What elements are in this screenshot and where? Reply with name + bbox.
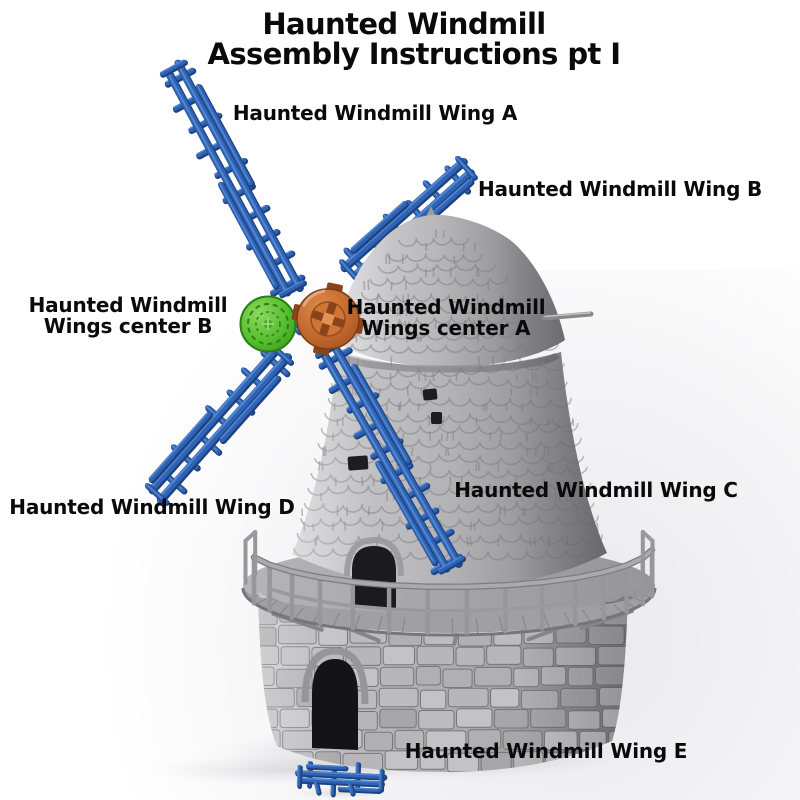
label-wing-d: Haunted Windmill Wing D — [9, 495, 295, 519]
label-wings-center-b-line1: Haunted Windmill — [28, 293, 228, 317]
lower-door-arch — [312, 659, 358, 750]
wings-center-a-model — [291, 282, 365, 356]
windmill-roof — [332, 206, 594, 367]
roof-shingles — [332, 229, 559, 354]
label-wings-center-b-line2: Wings center B — [43, 314, 213, 338]
label-wing-c: Haunted Windmill Wing C — [454, 478, 738, 502]
wing-d-model — [144, 343, 295, 506]
page-title-line2: Assembly Instructions pt I — [207, 37, 621, 71]
wing-e-model — [294, 760, 388, 798]
page-title-line1: Haunted Windmill — [262, 7, 546, 41]
wings-center-b-model — [239, 295, 297, 353]
wing-a-model — [159, 59, 308, 299]
label-wings-center-b: Haunted Windmill Wings center B — [29, 295, 228, 337]
tower-window — [431, 412, 442, 424]
balcony-railing — [243, 530, 656, 636]
label-wing-e: Haunted Windmill Wing E — [404, 739, 688, 763]
upper-door-arch — [352, 546, 396, 608]
tower-window — [422, 388, 438, 401]
wing-c-model — [314, 340, 466, 576]
label-wing-b: Haunted Windmill Wing B — [477, 177, 763, 201]
label-wings-center-a-line2: Wings center A — [361, 316, 531, 340]
label-wings-center-a: Haunted Windmill Wings center A — [347, 297, 546, 339]
label-wings-center-a-line1: Haunted Windmill — [346, 295, 546, 319]
roof-side-pole — [541, 311, 594, 321]
label-wing-a: Haunted Windmill Wing A — [232, 101, 518, 125]
tower-window — [347, 455, 369, 471]
